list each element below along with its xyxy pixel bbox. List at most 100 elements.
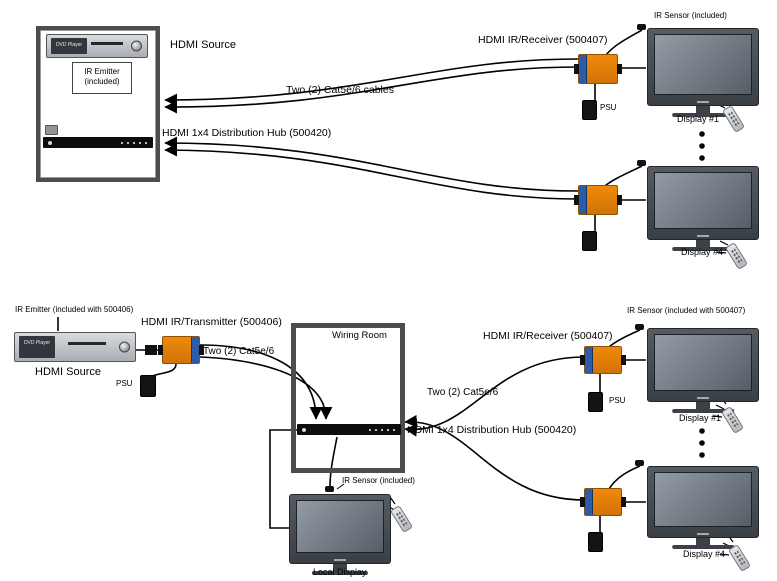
tv-screen xyxy=(654,34,752,95)
hdmi-plug xyxy=(145,345,157,355)
ir-sensor-3 xyxy=(635,324,644,330)
hdmi-plug xyxy=(617,64,622,74)
psu-2 xyxy=(582,231,597,251)
psu-left-label: PSU xyxy=(116,379,133,388)
cat5-cables-label-top: Two (2) Cat5e/6 cables xyxy=(286,84,394,96)
display1-label-top: Display #1 xyxy=(677,114,720,124)
local-display-label: Local Display xyxy=(313,567,367,577)
more-displays-ellipsis xyxy=(699,131,705,458)
disc-slot xyxy=(67,341,107,345)
cat5-left-label: Two (2) Cat5e/6 xyxy=(203,346,275,357)
cable xyxy=(604,165,643,187)
cat5-plug xyxy=(199,345,204,355)
tv-stand xyxy=(696,402,710,409)
cat5-plug xyxy=(574,195,579,205)
ir-receiver-3 xyxy=(580,346,626,374)
tv-base xyxy=(672,113,734,117)
ir-sensor-right-label: IR Sensor (included with 500407) xyxy=(627,306,746,315)
tv-screen xyxy=(654,172,752,229)
receiver-label-bottom: HDMI IR/Receiver (500407) xyxy=(483,330,613,342)
wiring-room-box xyxy=(291,323,405,473)
blue-band xyxy=(579,55,587,83)
cable xyxy=(329,436,338,488)
cable xyxy=(404,356,585,437)
cable xyxy=(336,483,345,490)
hdmi-plug xyxy=(617,195,622,205)
psu-4 xyxy=(588,532,603,552)
cable xyxy=(199,344,323,420)
display4-label-bottom: Display #4 xyxy=(683,549,726,559)
tv-screen xyxy=(654,472,752,527)
cable xyxy=(404,414,585,501)
ir-sensor-1 xyxy=(637,24,646,30)
hdmi-source-label-top: HDMI Source xyxy=(170,39,237,51)
ir-emitter-callout: IR Emitter (included) xyxy=(72,62,132,94)
display-4-bottom xyxy=(647,466,759,549)
tv-base xyxy=(672,409,734,413)
ir-transmitter xyxy=(158,336,204,364)
blue-band xyxy=(191,337,199,363)
blue-band xyxy=(585,347,593,373)
cable xyxy=(608,329,641,348)
cable xyxy=(608,465,641,490)
cat5-plug xyxy=(580,355,585,365)
display1-label-bottom: Display #1 xyxy=(679,413,722,423)
cat5-plug xyxy=(580,497,585,507)
tv-base xyxy=(311,571,369,575)
ir-receiver-4 xyxy=(580,488,626,516)
tv-stand xyxy=(696,240,710,247)
distribution-hub-top xyxy=(43,137,153,148)
ir-emitter-plug xyxy=(45,125,58,135)
wiring-room-label: Wiring Room xyxy=(332,330,387,341)
knob xyxy=(119,341,130,353)
hdmi-plug xyxy=(158,345,163,355)
cable xyxy=(269,429,299,529)
tv-screen xyxy=(296,500,384,553)
distribution-hub-bottom xyxy=(297,424,401,435)
tv-screen xyxy=(654,334,752,391)
transmitter-label: HDMI IR/Transmitter (500406) xyxy=(141,316,282,328)
cable xyxy=(164,143,579,200)
cable xyxy=(199,356,333,420)
dvd-player-bottom: DVD Player xyxy=(14,332,136,362)
dvd-player-top: DVD Player xyxy=(46,34,148,58)
display-1-top xyxy=(647,28,759,117)
tv-base xyxy=(672,545,734,549)
cable xyxy=(164,66,579,114)
hub-label-top: HDMI 1x4 Distribution Hub (500420) xyxy=(162,127,332,139)
ir-receiver-2 xyxy=(574,185,622,215)
knob xyxy=(131,40,142,52)
ir-sensor-local-label: IR Sensor (included) xyxy=(342,476,415,485)
hdmi-source-label-bottom: HDMI Source xyxy=(35,366,102,378)
player-panel: DVD Player xyxy=(19,336,55,358)
ir-receiver-1 xyxy=(574,54,622,84)
display4-label-top: Display #4 xyxy=(681,247,724,257)
cable xyxy=(605,29,643,56)
local-display xyxy=(289,494,391,575)
tv-stand xyxy=(696,538,710,545)
psu-right-label: PSU xyxy=(609,396,626,405)
cable xyxy=(164,136,579,192)
display-1-bottom xyxy=(647,328,759,413)
psu-transmitter xyxy=(140,375,156,397)
psu-3 xyxy=(588,392,603,412)
player-panel: DVD Player xyxy=(51,38,87,54)
ir-sensor-label-top: IR Sensor (included) xyxy=(654,11,727,20)
hdmi-plug xyxy=(621,497,626,507)
ir-emitter-label-bottom: IR Emitter (included with 500406) xyxy=(15,305,134,314)
hdmi-plug xyxy=(621,355,626,365)
tv-base xyxy=(672,247,734,251)
ir-sensor-4 xyxy=(635,460,644,466)
psu-label-top: PSU xyxy=(600,103,617,112)
cable xyxy=(164,58,579,107)
psu-1 xyxy=(582,100,597,120)
blue-band xyxy=(579,186,587,214)
cat5-plug xyxy=(574,64,579,74)
disc-slot xyxy=(91,42,123,46)
ir-sensor-2 xyxy=(637,160,646,166)
hub-label-bottom: HDMI 1x4 Distribution Hub (500420) xyxy=(407,424,577,436)
ir-sensor-local xyxy=(325,486,334,492)
tv-stand xyxy=(696,106,710,113)
tv-stand xyxy=(333,564,347,571)
